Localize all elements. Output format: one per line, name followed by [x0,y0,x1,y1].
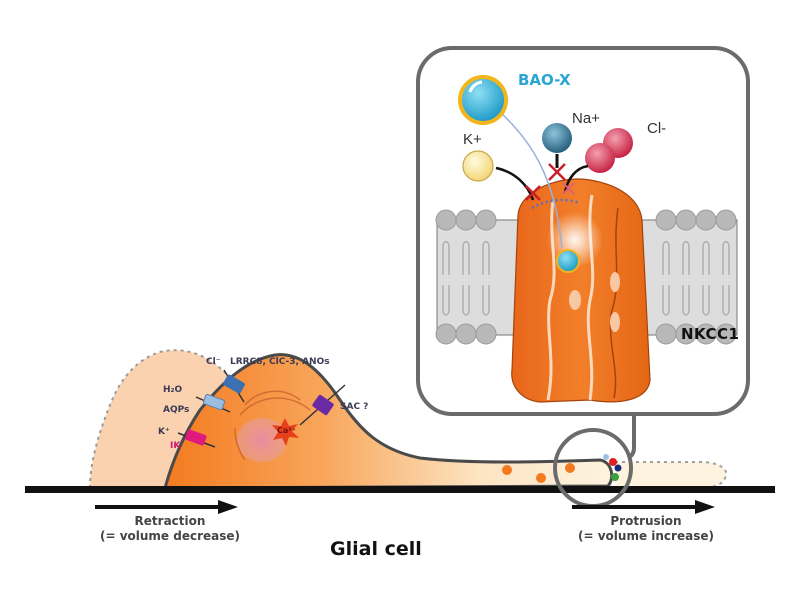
block-x-icon [525,185,541,201]
h2o-label: H₂O [163,385,183,395]
aqps-label: AQPs [163,405,190,415]
lipid-tail [482,240,490,316]
protrusion-caption: Protrusion (= volume increase) [546,514,746,544]
sac-label: SAC ? [340,402,369,412]
protrusion-sublabel: (= volume increase) [578,529,714,543]
molecule-dot [536,473,546,483]
lipid-head [655,323,677,345]
calcium-burst-icon [272,418,299,446]
lipid-tail [682,240,690,316]
lipid-head [435,209,457,231]
na-ion-icon [542,123,572,153]
ca-label: Ca²⁺ [277,426,296,435]
protrusion-label: Protrusion [610,514,682,528]
bao-x-molecule-icon [458,75,508,125]
cl-ion-icon [585,143,615,173]
lipid-head [435,323,457,345]
retraction-arrow [95,500,238,514]
bao-x-tether [499,111,563,249]
block-x-icon [548,163,566,181]
k-ion-label: K+ [463,131,482,148]
retraction-caption: Retraction (= volume decrease) [70,514,270,544]
ik-channel-icon [177,429,216,448]
molecule-dot [565,463,575,473]
nkcc1-transporter [511,178,651,403]
molecule-dot [609,458,617,466]
lipid-head [695,209,717,231]
lipid-head [475,323,497,345]
retraction-sublabel: (= volume decrease) [99,529,241,543]
lipid-tail [702,240,710,316]
k-ion-path [495,166,535,201]
nucleus [237,418,287,462]
lipid-tail [722,240,730,316]
lipid-head [455,323,477,345]
aqp-channel-icon [195,393,231,413]
bao-x-highlight [468,80,483,93]
bao-x-bound-icon [556,249,580,273]
block-x-icon [562,182,575,195]
molecule-dot [614,464,622,472]
na-ion-label: Na+ [572,110,600,127]
ik-label: IK [170,441,181,451]
lipid-head [455,209,477,231]
lrrc8-label: LRRC8, ClC-3, ANOs [230,357,330,367]
k-label: K⁺ [158,427,170,437]
lipid-head [655,209,677,231]
molecule-dot [603,454,609,460]
molecule-dot [611,473,619,481]
cl-ion-path [563,164,589,193]
binding-site-dots [531,198,581,210]
protrusion-arrow [572,500,715,514]
bao-x-label: BAO-X [518,71,571,89]
nkcc1-label: NKCC1 [681,325,740,343]
lipid-tail [662,240,670,316]
lipid-head [475,209,497,231]
cl-label: Cl⁻ [206,357,221,367]
molecule-dot [502,465,512,475]
lipid-head [715,323,737,345]
lipid-head [715,209,737,231]
sac-channel-icon [299,384,346,426]
lrrc8-channel-icon [223,369,245,403]
retraction-label: Retraction [134,514,206,528]
lipid-tail [442,240,450,316]
k-ion-icon [462,150,494,182]
cl-ion-label: Cl- [647,120,667,137]
lipid-head [675,209,697,231]
magnifier-connector-join [627,447,636,460]
diagram-title: Glial cell [330,538,422,560]
substrate-line [25,486,775,493]
lipid-tail [462,240,470,316]
signal-ripples [234,390,311,461]
